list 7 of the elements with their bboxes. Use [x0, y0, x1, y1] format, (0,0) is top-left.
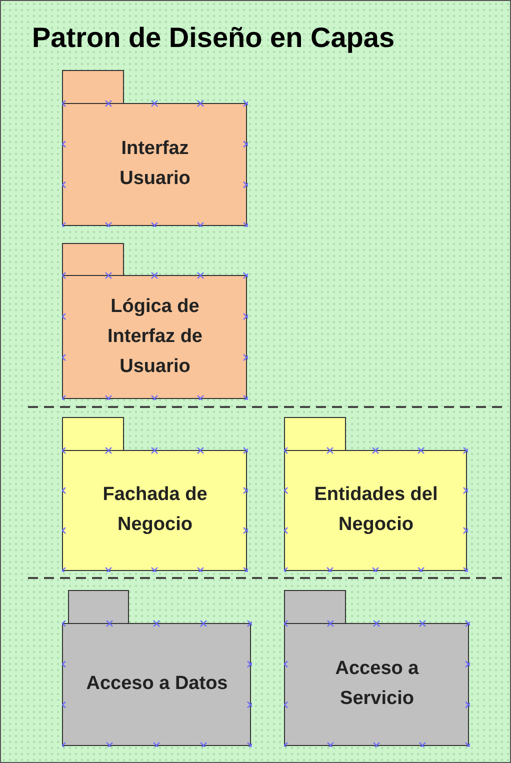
package-label: Fachada de Negocio [102, 483, 208, 537]
package-label: Acceso a Servicio [334, 657, 420, 711]
package-label: Acceso a Datos [86, 672, 228, 696]
package-label: Interfaz Usuario [118, 137, 192, 191]
package-label: Lógica de Interfaz de Usuario [106, 294, 204, 378]
diagram-title: Patron de Diseño en Capas [32, 22, 395, 54]
package-label: Entidades del Negocio [313, 483, 439, 537]
